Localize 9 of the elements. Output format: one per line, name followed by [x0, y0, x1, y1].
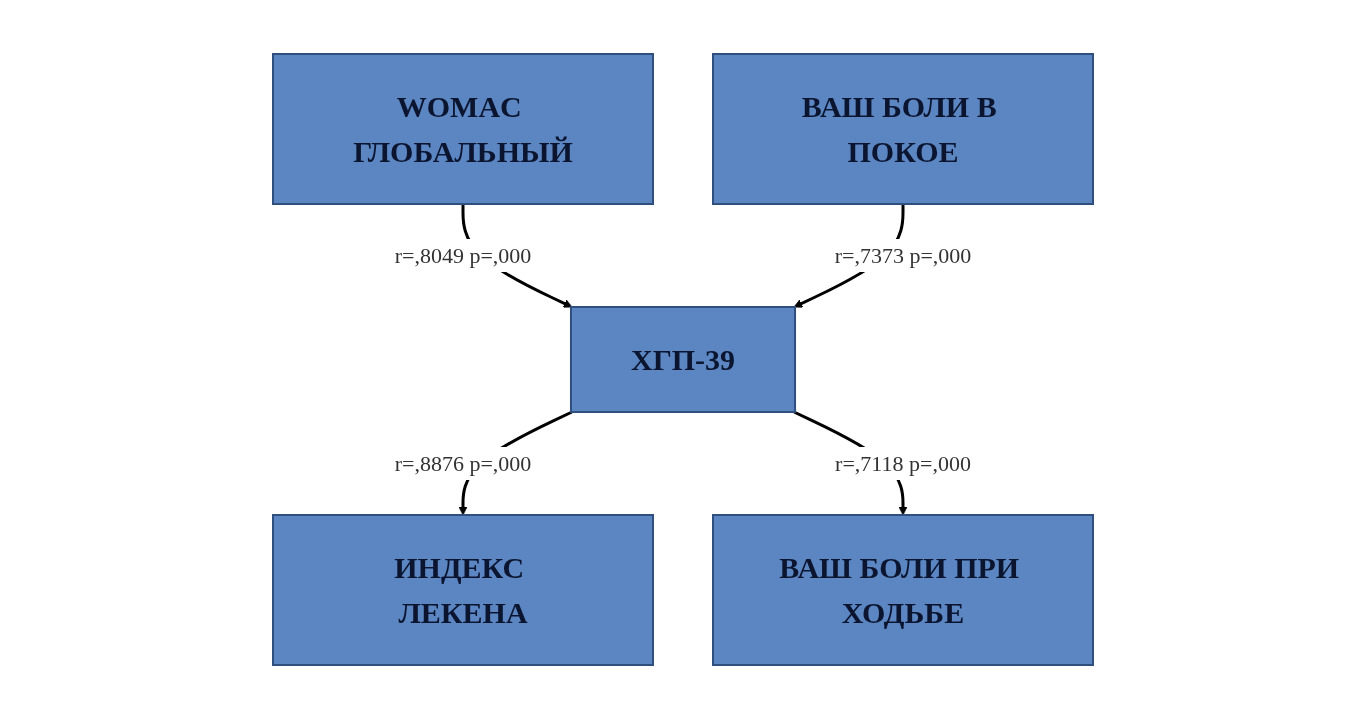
- node-box: ВАШ БОЛИ В ПОКОЕ: [711, 52, 1094, 205]
- edge-label: r=,8876 p=,000: [394, 450, 531, 476]
- edge-label: r=,8049 p=,000: [394, 242, 531, 268]
- node-box: WOMAC ГЛОБАЛЬНЫЙ: [271, 52, 654, 205]
- edge-label: r=,7118 p=,000: [834, 450, 971, 476]
- edge-label: r=,7373 p=,000: [834, 242, 971, 268]
- node-box: ВАШ БОЛИ ПРИ ХОДЬБЕ: [711, 513, 1094, 666]
- node-box: ХГП-39: [569, 305, 796, 413]
- node-box: ИНДЕКС ЛЕКЕНА: [271, 513, 654, 666]
